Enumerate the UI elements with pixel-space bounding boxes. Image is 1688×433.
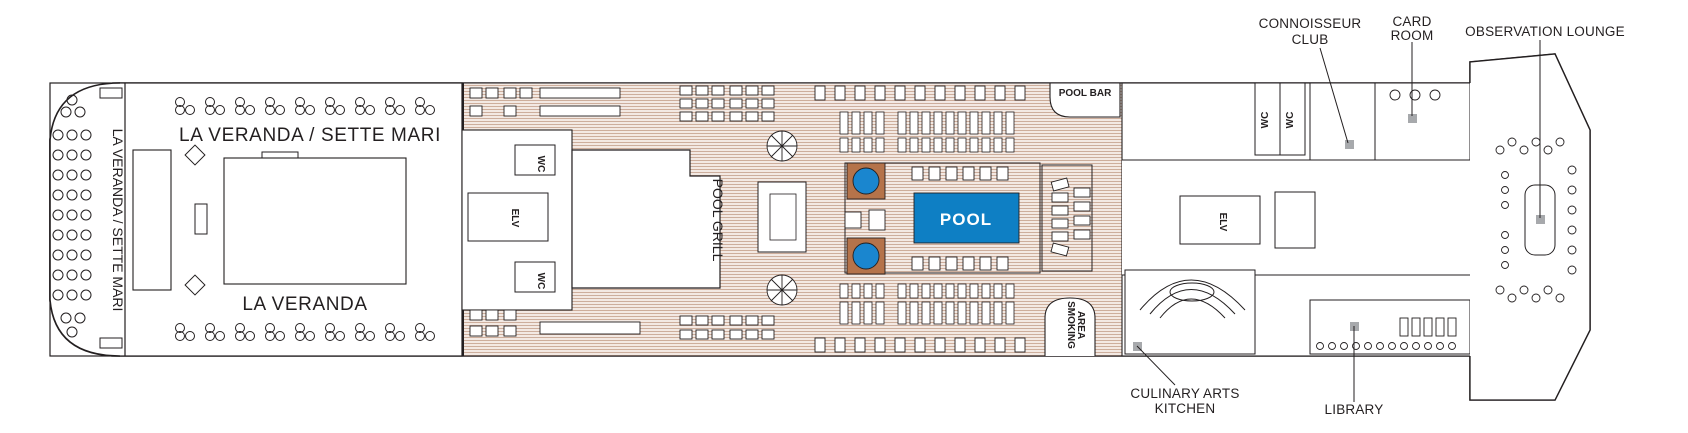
pool-loungers-top — [911, 166, 1009, 181]
label-wc-forward-1: WC — [1260, 112, 1271, 129]
fan-seating-east — [1050, 177, 1091, 257]
pool-basin — [913, 192, 1020, 244]
card-room-tables — [1389, 89, 1441, 101]
label-culinary-arts: CULINARY ARTS — [1130, 386, 1239, 401]
label-elv-forward: ELV — [1217, 213, 1228, 232]
elevator-forward — [1179, 195, 1261, 245]
label-library: LIBRARY — [1325, 402, 1384, 417]
smoking-area — [1044, 297, 1096, 356]
forward-stairs — [1274, 191, 1316, 249]
marker-observation-lounge — [1536, 215, 1545, 224]
spiral-stair-top — [766, 130, 798, 162]
label-smoking: SMOKING — [1065, 301, 1076, 349]
observation-seating — [1495, 137, 1577, 303]
leader-lines — [1136, 40, 1541, 402]
aft-dining-seating-top — [175, 97, 435, 115]
aft-seating-clusters — [52, 94, 92, 338]
library — [1309, 299, 1471, 355]
label-room: ROOM — [1391, 28, 1434, 43]
aft-stairs-bottom — [99, 337, 123, 349]
pool-bar — [1049, 82, 1121, 118]
label-wc-forward-2: WC — [1285, 112, 1296, 129]
pool-deck-east-enclosure — [1041, 164, 1093, 272]
label-wc-bottom: WC — [535, 273, 546, 290]
jacuzzi-top — [852, 167, 880, 195]
label-wc-top: WC — [535, 156, 546, 173]
label-club: CLUB — [1292, 32, 1329, 47]
pool-step-right — [868, 209, 886, 231]
diamond-bottom — [184, 274, 206, 296]
pool-grill — [571, 149, 721, 289]
label-area: AREA — [1075, 311, 1086, 339]
label-connoisseur: CONNOISSEUR — [1259, 16, 1362, 31]
library-furniture — [1316, 317, 1457, 350]
label-pool: POOL — [940, 210, 992, 229]
aft-stairs-top — [99, 87, 123, 99]
jacuzzi-bottom — [852, 242, 880, 270]
servery-counter — [132, 149, 172, 291]
marker-card-room — [1408, 114, 1417, 123]
pool-equipment — [757, 181, 807, 253]
pool-equipment-inner — [769, 193, 797, 241]
pool-loungers-bottom — [911, 256, 1009, 271]
wc-forward-2 — [1279, 82, 1306, 156]
label-la-veranda-sette-mari-vertical: LA VERANDA / SETTE MARI — [110, 129, 126, 312]
marker-connoisseur-club — [1345, 140, 1354, 149]
diamond-top — [184, 144, 206, 166]
aft-dining-seating-bottom — [175, 323, 435, 341]
deck-loungers-bottom — [469, 309, 1026, 353]
wc-top — [514, 144, 556, 176]
sun-bed-grid-bottom — [839, 283, 1015, 325]
connoisseur-club — [1309, 82, 1376, 161]
servery-island — [194, 203, 208, 235]
wc-bottom — [514, 261, 556, 293]
label-elv-midship: ELV — [509, 209, 520, 228]
label-pool-grill: POOL GRILL — [710, 179, 726, 262]
pool-step-left — [844, 211, 862, 229]
buffet-station — [223, 157, 407, 285]
buffet-top-notch — [261, 151, 299, 158]
spiral-stair-bottom — [766, 274, 798, 306]
deck-loungers-top — [469, 85, 1026, 122]
label-la-veranda: LA VERANDA — [242, 294, 367, 315]
label-pool-bar: POOL BAR — [1059, 88, 1112, 99]
label-la-veranda-sette-mari: LA VERANDA / SETTE MARI — [179, 125, 441, 146]
elevator-midship — [467, 192, 549, 242]
label-observation-lounge: OBSERVATION LOUNGE — [1465, 24, 1625, 39]
kitchen-arc-seating — [1139, 279, 1246, 319]
card-room — [1374, 82, 1471, 161]
wc-forward-1 — [1254, 82, 1281, 156]
label-card: CARD — [1392, 14, 1431, 29]
label-kitchen: KITCHEN — [1155, 401, 1216, 416]
sun-bed-grid-top — [839, 111, 1015, 153]
